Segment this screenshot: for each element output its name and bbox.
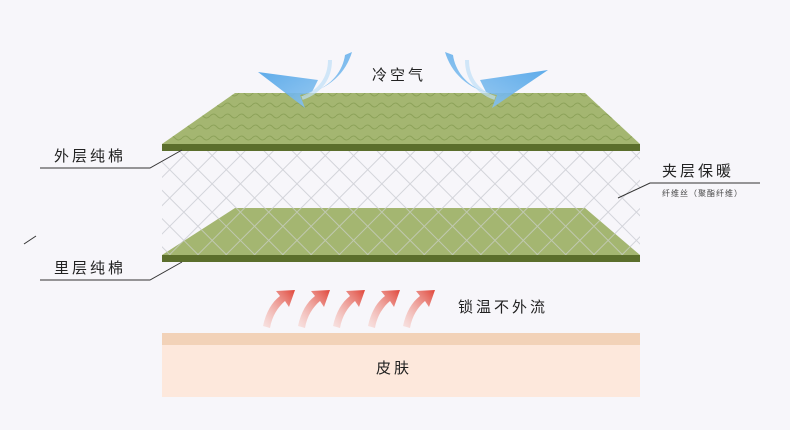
middle-layer-label: 夹层保暖 xyxy=(662,160,734,181)
warm-air-arrow-icon xyxy=(298,290,330,328)
outer-layer-label: 外层纯棉 xyxy=(54,145,126,166)
warm-air-arrow-icon xyxy=(368,290,400,328)
cold-air-label: 冷空气 xyxy=(372,64,426,85)
warm-air-arrow-icon xyxy=(263,290,295,328)
side-tick-left xyxy=(24,236,36,244)
inner-cotton-layer xyxy=(162,208,640,262)
warm-air-arrow-icon xyxy=(333,290,365,328)
skin-label: 皮肤 xyxy=(376,357,412,378)
lock-heat-label: 锁温不外流 xyxy=(458,296,548,317)
middle-layer-sublabel: 纤维丝（聚酯纤维） xyxy=(662,188,743,199)
inner-layer-label: 里层纯棉 xyxy=(54,257,126,278)
outer-cotton-layer xyxy=(162,93,640,151)
warm-air-arrow-icon xyxy=(403,290,435,328)
